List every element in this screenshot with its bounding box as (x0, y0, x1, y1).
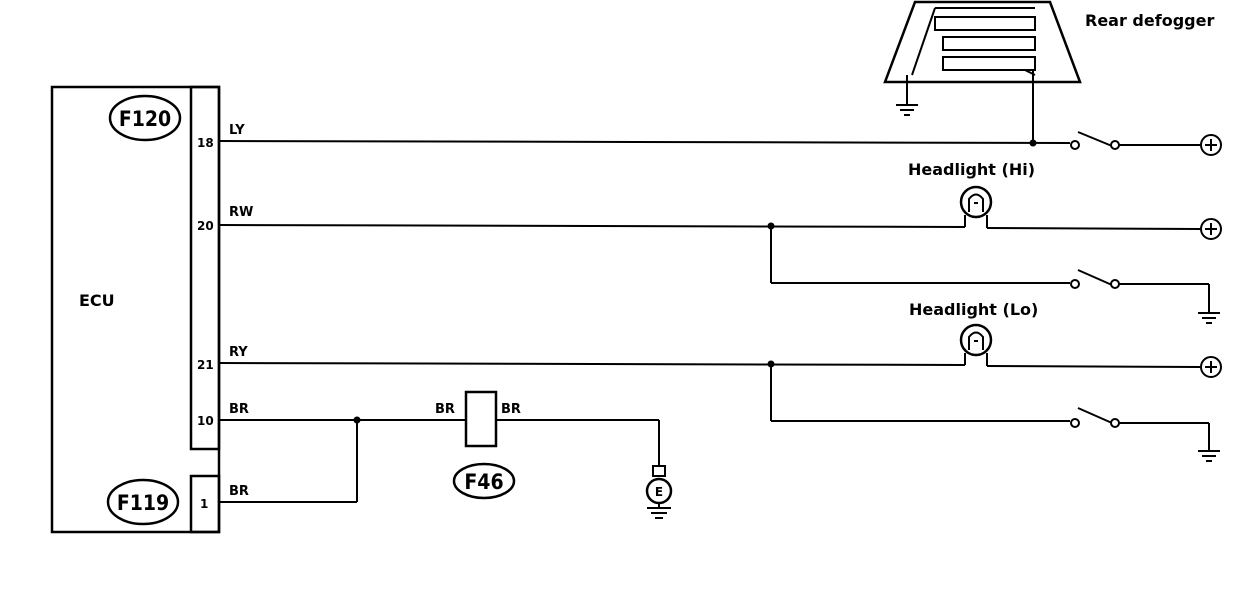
pin-20: 20 (197, 219, 214, 233)
circuit-pin-21: RY Headlight (Lo) (218, 300, 1222, 462)
wire-label-br-pin10: BR (229, 402, 249, 417)
wire-label-br-f46-out: BR (501, 402, 521, 417)
connector-f120-label: F120 (119, 107, 171, 131)
headlight-hi-label: Headlight (Hi) (908, 160, 1035, 179)
pin-1: 1 (200, 497, 208, 511)
wire-label-ly: LY (229, 123, 245, 138)
pin-18: 18 (197, 136, 214, 150)
ground-icon (896, 104, 918, 116)
wire-label-br-pin1: BR (229, 484, 249, 499)
ground-icon (647, 507, 671, 519)
switch-icon (1070, 131, 1120, 150)
ground-icon (1198, 450, 1220, 462)
plus-terminal-icon (1200, 134, 1222, 156)
switch-icon (1070, 269, 1120, 289)
connector-f46-label: F46 (464, 470, 503, 494)
rear-defogger-label: Rear defogger (1085, 11, 1214, 30)
connector-f120-badge: F120 (108, 94, 182, 142)
bulb-icon (959, 185, 993, 228)
connector-f119-block (189, 474, 221, 534)
ground-icon (1198, 312, 1220, 324)
plus-terminal-icon (1200, 218, 1222, 240)
switch-icon (1070, 407, 1120, 428)
wire-label-ry: RY (229, 345, 248, 360)
ecu-unit: ECU F120 F119 18 20 21 10 1 (50, 85, 221, 534)
wire-label-rw: RW (229, 205, 253, 220)
connector-f119-badge: F119 (106, 478, 180, 526)
bulb-icon (959, 323, 993, 366)
ecu-label: ECU (79, 291, 115, 310)
circuit-pin-18: LY (218, 123, 1222, 156)
plus-terminal-icon (1200, 356, 1222, 378)
pin-10: 10 (197, 414, 214, 428)
circuit-ground: BR BR BR BR F46 E (219, 390, 673, 519)
connector-f120-block (189, 85, 221, 451)
connector-f119-label: F119 (117, 491, 169, 515)
ground-terminal-e: E (645, 465, 673, 519)
rear-defogger: Rear defogger (883, 0, 1214, 143)
headlight-lo-label: Headlight (Lo) (909, 300, 1038, 319)
circuit-pin-20: RW Headlight (Hi) (218, 160, 1222, 324)
connector-f46: F46 (452, 390, 516, 500)
wire-label-br-f46-in: BR (435, 402, 455, 417)
ground-terminal-e-label: E (655, 485, 663, 499)
pin-21: 21 (197, 358, 214, 372)
